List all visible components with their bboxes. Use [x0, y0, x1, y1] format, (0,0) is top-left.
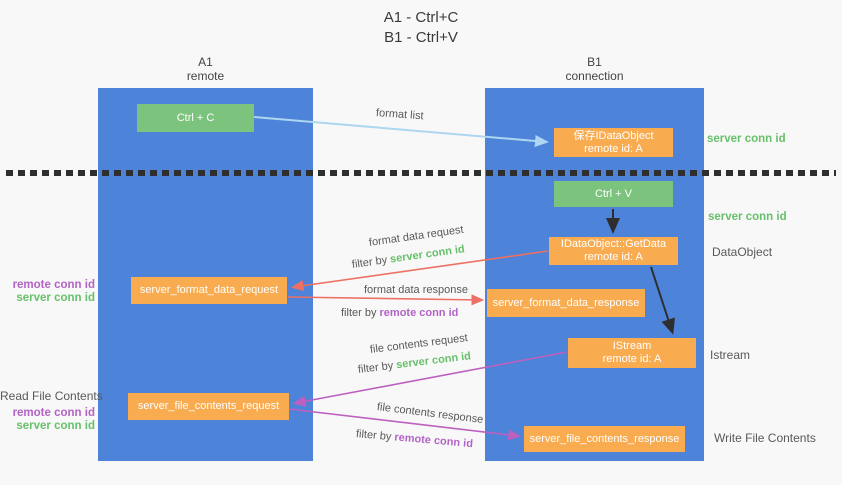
label-filter-by-remote-conn-id-1: filter by remote conn id	[341, 307, 458, 319]
label-write-file-contents: Write File Contents	[714, 431, 816, 445]
node-istream-line2: remote id: A	[602, 353, 662, 365]
label-filter-by-server-conn-id-1: filter by server conn id	[351, 243, 465, 271]
filter-by-text: filter by	[351, 253, 391, 271]
lifeline-b1-name: B1	[587, 55, 602, 69]
label-filter-by-remote-conn-id-2: filter by remote conn id	[355, 428, 473, 450]
node-server-file-contents-request: server_file_contents_request	[128, 393, 289, 420]
node-ctrl-v: Ctrl + V	[554, 181, 673, 207]
server-conn-id-text: server conn id	[389, 243, 466, 266]
label-format-list: format list	[375, 107, 424, 123]
node-ctrl-c: Ctrl + C	[137, 104, 254, 132]
lifeline-b1-role: connection	[565, 69, 624, 83]
left-conn-id-stack-2: Read File Contents remote conn id server…	[0, 389, 103, 433]
label-remote-conn-id-2: remote conn id	[12, 407, 95, 419]
node-save-idataobject: 保存IDataObject remote id: A	[554, 128, 673, 157]
lifeline-a1-name: A1	[198, 55, 213, 69]
node-server-format-data-response: server_format_data_response	[487, 289, 645, 317]
diagram-title: A1 - Ctrl+C B1 - Ctrl+V	[0, 8, 842, 48]
label-server-conn-id-1: server conn id	[16, 292, 95, 304]
node-file-response-label: server_file_contents_response	[529, 432, 680, 445]
label-istream: Istream	[710, 348, 751, 362]
node-idataobject-getdata: IDataObject::GetData remote id: A	[549, 237, 678, 265]
lifeline-a1-role: remote	[186, 69, 225, 83]
node-format-response-label: server_format_data_response	[492, 296, 640, 309]
node-server-format-data-request: server_format_data_request	[131, 277, 287, 304]
title-line-2: B1 - Ctrl+V	[384, 29, 458, 46]
filter-by-text: filter by	[357, 359, 397, 376]
node-getdata-line2: remote id: A	[584, 251, 643, 263]
node-server-file-contents-response: server_file_contents_response	[524, 426, 685, 452]
server-conn-id-text: server conn id	[395, 350, 472, 372]
label-server-conn-id-top: server conn id	[707, 133, 786, 145]
label-dataobject: DataObject	[712, 245, 773, 259]
remote-conn-id-text: remote conn id	[379, 307, 459, 319]
lifeline-header-b1: B1 connection	[485, 55, 704, 83]
filter-by-text: filter by	[341, 307, 380, 319]
arrow-format-data-response	[287, 294, 485, 306]
remote-conn-id-text: remote conn id	[393, 431, 474, 451]
node-ctrl-v-label: Ctrl + V	[595, 187, 632, 200]
node-save-idataobject-line1: 保存IDataObject	[573, 129, 654, 142]
label-file-contents-response: file contents response	[376, 401, 484, 426]
label-format-data-response: format data response	[364, 284, 468, 296]
node-file-request-label: server_file_contents_request	[137, 400, 280, 412]
label-remote-conn-id-1: remote conn id	[12, 279, 95, 291]
node-istream: IStream remote id: A	[568, 338, 696, 368]
left-conn-id-stack-1: remote conn id server conn id	[0, 279, 95, 305]
label-server-conn-id-2: server conn id	[16, 420, 95, 432]
title-line-1: A1 - Ctrl+C	[383, 9, 459, 26]
machine-boundary-dotted-line	[6, 170, 836, 176]
node-save-idataobject-line2: remote id: A	[584, 142, 643, 155]
label-server-conn-id-mid: server conn id	[708, 211, 787, 223]
node-getdata-line1: IDataObject::GetData	[560, 238, 667, 250]
node-format-request-label: server_format_data_request	[139, 284, 279, 296]
filter-by-text: filter by	[355, 428, 395, 444]
node-ctrl-c-label: Ctrl + C	[176, 111, 215, 124]
label-read-file-contents: Read File Contents	[0, 389, 103, 403]
node-istream-line1: IStream	[612, 340, 652, 352]
lifeline-header-a1: A1 remote	[98, 55, 313, 83]
